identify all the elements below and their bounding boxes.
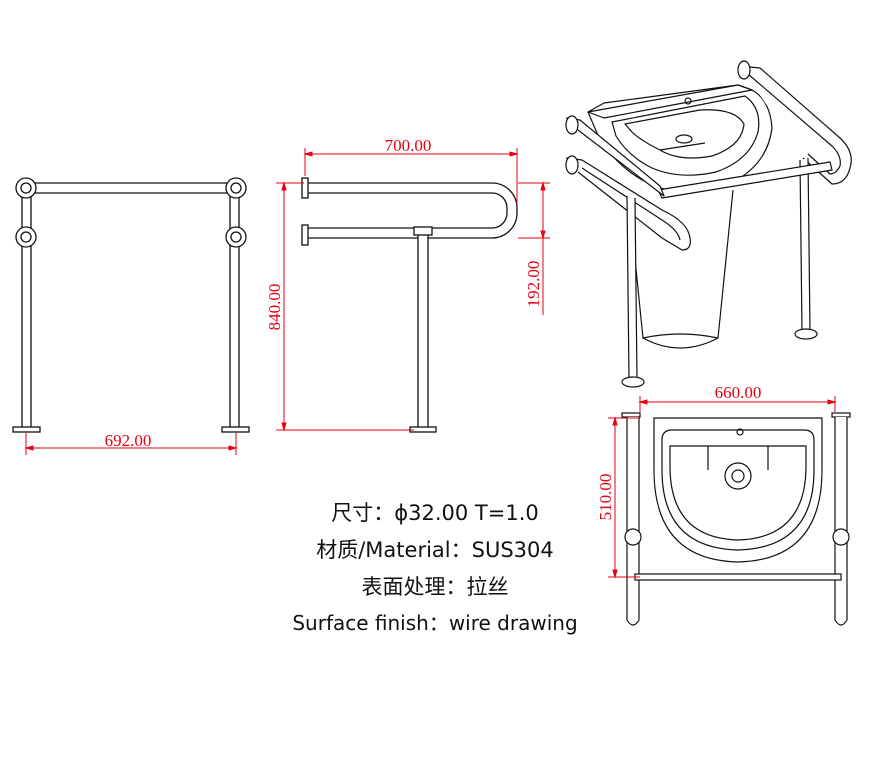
spec-finish-en: Surface finish：wire drawing bbox=[292, 611, 578, 635]
front-view bbox=[12, 177, 250, 433]
dimension-label-192: 192.00 bbox=[524, 261, 543, 308]
dimension-label-660: 660.00 bbox=[715, 383, 762, 402]
perspective-view bbox=[565, 60, 852, 388]
dimension-label-840: 840.00 bbox=[265, 284, 284, 331]
spec-size: 尺寸：ϕ32.00 T=1.0 bbox=[331, 501, 539, 525]
spec-finish-cn: 表面处理：拉丝 bbox=[361, 575, 509, 599]
dimension-line-840 bbox=[276, 181, 414, 432]
dimension-line-660 bbox=[638, 396, 837, 412]
side-view bbox=[301, 177, 518, 433]
dimension-line-192 bbox=[518, 181, 550, 315]
dimension-label-510: 510.00 bbox=[596, 474, 615, 521]
dimension-line-510 bbox=[608, 416, 640, 579]
dimension-label-700: 700.00 bbox=[385, 136, 432, 155]
dimension-label-692: 692.00 bbox=[105, 431, 152, 450]
spec-material: 材质/Material：SUS304 bbox=[316, 538, 554, 562]
dimension-line-700 bbox=[303, 148, 519, 204]
dimension-line-692 bbox=[24, 433, 238, 455]
